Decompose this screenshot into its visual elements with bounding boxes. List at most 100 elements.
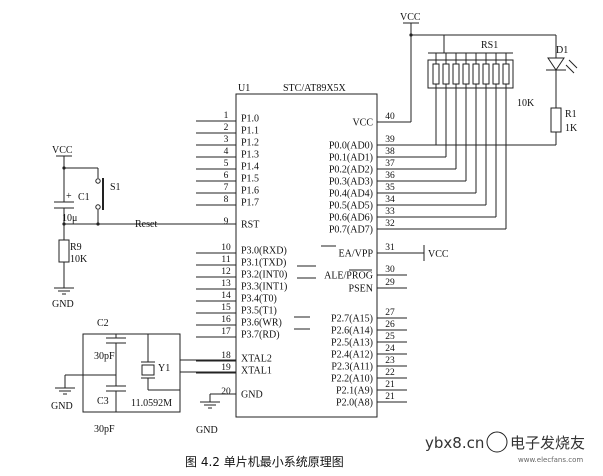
d1-label: D1 — [556, 45, 568, 56]
left-pin-number: 16 — [221, 315, 231, 325]
right-pin-number: 21 — [385, 392, 395, 402]
right-pin-number: 26 — [385, 320, 395, 330]
r1-value: 1K — [565, 123, 578, 134]
led-emission-arrow-1 — [565, 64, 575, 74]
right-pin-name: P2.5(A13) — [331, 338, 373, 349]
left-pin-name: P1.7 — [241, 198, 259, 209]
p0-bus-lines — [407, 84, 507, 230]
left-pin-number: 3 — [224, 135, 229, 145]
right-pin-name: P2.2(A10) — [331, 374, 373, 385]
right-pin-name: P0.4(AD4) — [329, 189, 373, 200]
r9-value: 10K — [70, 254, 88, 265]
y1-label: Y1 — [158, 363, 170, 374]
right-pin-name: EA/VPP — [339, 249, 374, 260]
right-pin-number: 35 — [385, 183, 395, 193]
vcc-label-top: VCC — [400, 12, 421, 23]
right-pin-name: VCC — [352, 118, 373, 129]
right-pin-number: 37 — [385, 159, 395, 169]
right-pin-name: P2.3(A11) — [331, 362, 373, 373]
right-pin-number: 36 — [385, 171, 395, 181]
reset-net-label: Reset — [135, 219, 157, 230]
led-diode — [547, 57, 565, 71]
left-pin-name: P1.1 — [241, 126, 259, 137]
left-pin-number: 18 — [221, 351, 231, 361]
right-pin-name: ALE/PROG — [324, 271, 373, 282]
right-pin-name: P2.0(A8) — [336, 398, 373, 409]
left-pin-name: P3.4(T0) — [241, 294, 277, 305]
watermark-site: ybx8.cn — [425, 434, 484, 452]
left-pin-name: P3.7(RD) — [241, 330, 280, 341]
right-pin-number: 27 — [385, 308, 395, 318]
watermark-logo — [486, 431, 508, 453]
left-pin-name: P3.1(TXD) — [241, 258, 286, 269]
left-pin-number: 20 — [221, 387, 231, 397]
left-pin-name: P1.6 — [241, 186, 259, 197]
c3-value: 30pF — [94, 424, 115, 435]
watermark-url: www.elecfans.com — [518, 456, 583, 464]
s1-label: S1 — [110, 182, 121, 193]
right-pin-name: P0.1(AD1) — [329, 153, 373, 164]
c1-label: C1 — [78, 192, 90, 203]
left-pin-number: 15 — [221, 303, 231, 313]
left-pin-name: P1.3 — [241, 150, 259, 161]
left-pin-name: P1.5 — [241, 174, 259, 185]
left-pin-name: P3.5(T1) — [241, 306, 277, 317]
right-pin-number: 24 — [385, 344, 395, 354]
left-pin-number: 17 — [221, 327, 231, 337]
left-pin-name: P3.2(INT0) — [241, 270, 287, 281]
rs1-element — [432, 63, 440, 85]
right-pin-number: 22 — [385, 368, 395, 378]
r9-resistor — [58, 239, 70, 263]
right-pin-number: 23 — [385, 356, 395, 366]
rs1-element — [492, 63, 500, 85]
rs1-element — [462, 63, 470, 85]
left-pin-number: 7 — [224, 183, 229, 193]
right-pin-number: 33 — [385, 207, 395, 217]
left-pin-name: P3.0(RXD) — [241, 246, 287, 257]
left-pin-name: P3.3(INT1) — [241, 282, 287, 293]
right-pin-name: P0.3(AD3) — [329, 177, 373, 188]
rs1-element — [502, 63, 510, 85]
r1-resistor — [550, 107, 562, 133]
rs1-elements — [432, 53, 510, 85]
gnd-label-r9: GND — [52, 299, 74, 310]
right-pin-number: 31 — [385, 243, 395, 253]
right-pin-name: P2.6(A14) — [331, 326, 373, 337]
left-pin-number: 14 — [221, 291, 231, 301]
r1-label: R1 — [565, 109, 577, 120]
right-pin-number: 34 — [385, 195, 395, 205]
left-pin-number: 2 — [224, 123, 229, 133]
rs1-element — [442, 63, 450, 85]
c1-value: 10μ — [62, 213, 77, 224]
left-pin-number: 8 — [224, 195, 229, 205]
left-pin-name: RST — [241, 220, 259, 231]
rs1-label: RS1 — [481, 40, 498, 51]
r9-label: R9 — [70, 242, 82, 253]
chip-designator: U1 — [238, 83, 250, 94]
c2-label: C2 — [97, 318, 109, 329]
right-pin-name: P0.5(AD5) — [329, 201, 373, 212]
led-emission-arrow-2 — [568, 59, 578, 69]
right-pin-number: 32 — [385, 219, 395, 229]
rs1-element — [452, 63, 460, 85]
vcc-label-left: VCC — [52, 145, 73, 156]
left-pin-name: XTAL2 — [241, 354, 272, 365]
left-pin-number: 4 — [224, 147, 229, 157]
watermark-brand: 电子发烧友 — [510, 434, 585, 452]
right-pin-number: 39 — [385, 135, 395, 145]
rs1-network — [427, 59, 514, 89]
left-pin-number: 5 — [224, 159, 229, 169]
c2-value: 30pF — [94, 351, 115, 362]
right-pin-number: 25 — [385, 332, 395, 342]
left-pin-name: P1.0 — [241, 114, 259, 125]
right-pin-number: 30 — [385, 265, 395, 275]
chip-part-number: STC/AT89X5X — [283, 83, 347, 94]
right-pin-number: 38 — [385, 147, 395, 157]
right-pin-number: 29 — [385, 278, 395, 288]
right-pin-number: 21 — [385, 380, 395, 390]
right-pin-name: P0.0(AD0) — [329, 141, 373, 152]
right-pin-group: 40VCC39P0.0(AD0)38P0.1(AD1)37P0.2(AD2)36… — [324, 112, 407, 409]
chip-body — [235, 93, 378, 418]
